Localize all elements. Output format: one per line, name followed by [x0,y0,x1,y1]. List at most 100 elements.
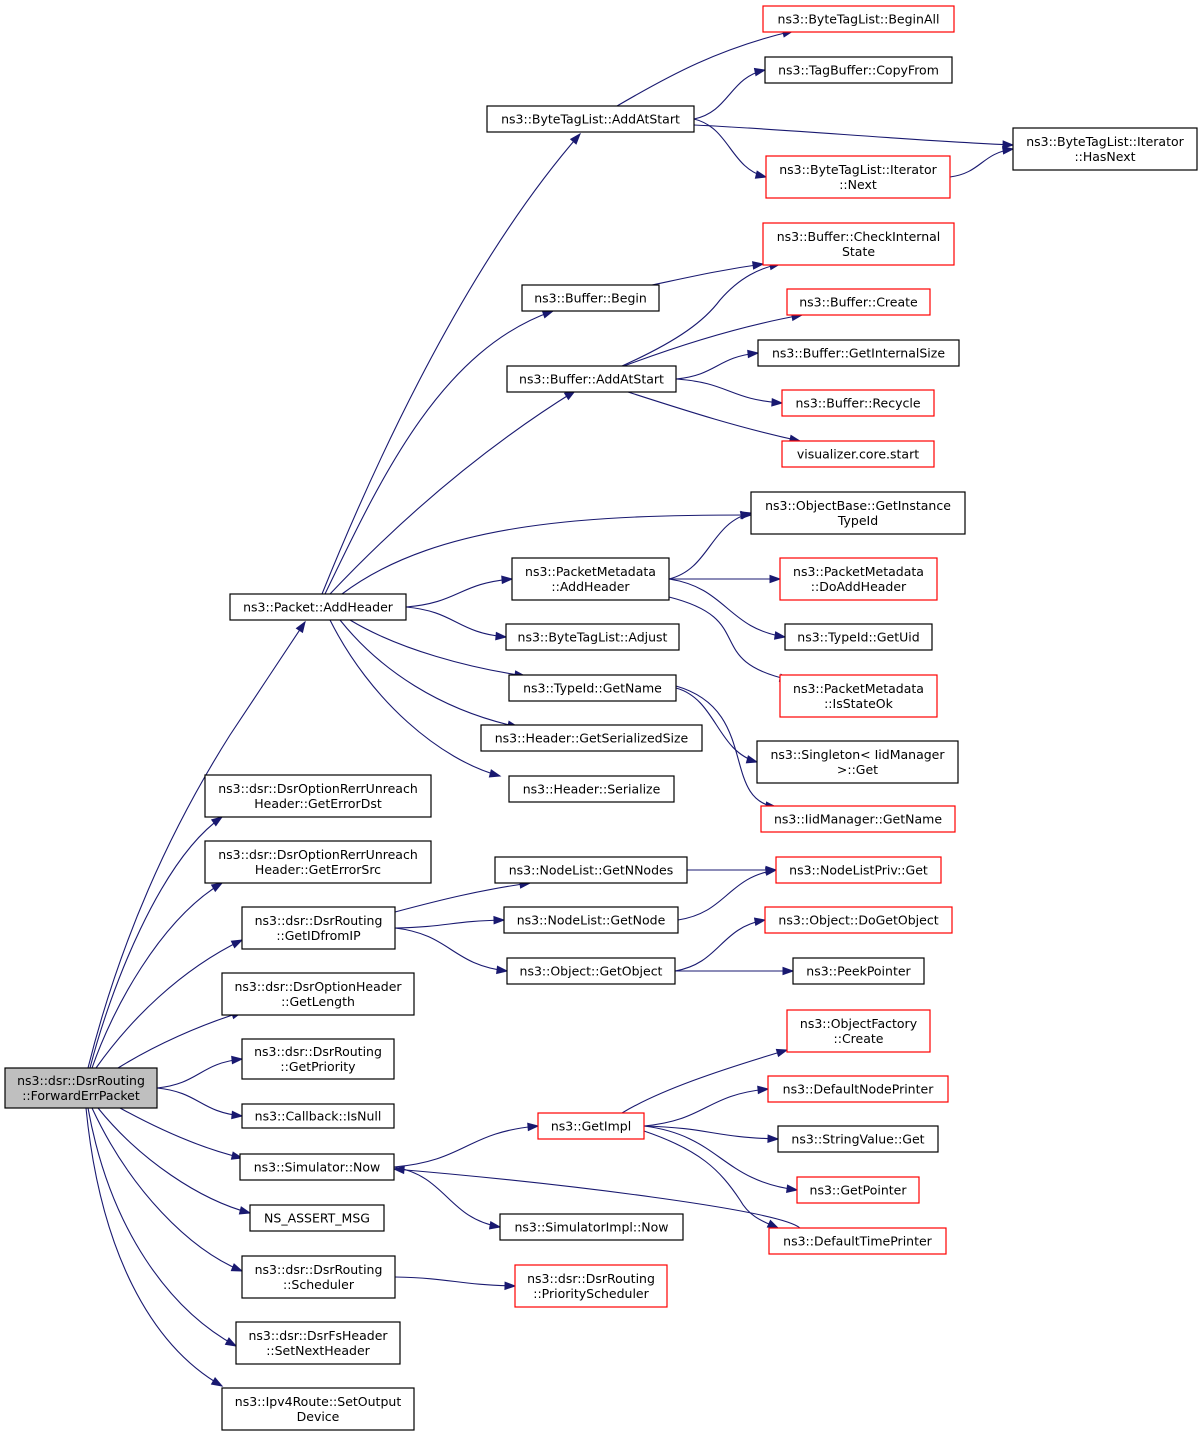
node-peekpointer[interactable]: ns3::PeekPointer [792,957,925,985]
node-label-line: ns3::ByteTagList::Iterator [779,162,937,177]
node-errsrc[interactable]: ns3::dsr::DsrOptionRerrUnreachHeader::Ge… [204,840,432,884]
node-getlength[interactable]: ns3::dsr::DsrOptionHeader::GetLength [221,972,415,1016]
arrow-head-icon [752,261,765,270]
node-stringvalue-get[interactable]: ns3::StringValue::Get [777,1125,939,1153]
node-defaulttimeprinter[interactable]: ns3::DefaultTimePrinter [768,1227,947,1255]
edge-line [643,1125,779,1140]
node-box [486,105,695,133]
node-header-serialize[interactable]: ns3::Header::Serialize [508,775,675,803]
node-label-line: ns3::StringValue::Get [791,1132,924,1147]
edge-line [668,596,791,681]
edge-getimpl-to-objectfactory_create [621,1048,789,1114]
node-btl-beginall[interactable]: ns3::ByteTagList::BeginAll [762,5,955,33]
node-box [762,222,955,266]
node-label-line: Header::GetErrorDst [254,796,382,811]
node-box [756,740,959,784]
node-isnull[interactable]: ns3::Callback::IsNull [241,1103,395,1129]
node-nodelistpriv-get[interactable]: ns3::NodeListPriv::Get [775,856,942,884]
node-getidfromip[interactable]: ns3::dsr::DsrRouting::GetIDfromIP [241,906,396,950]
node-box [1012,127,1198,171]
node-simimpl-now[interactable]: ns3::SimulatorImpl::Now [499,1213,684,1241]
edge-line [394,927,508,972]
node-defaultnodeprinter[interactable]: ns3::DefaultNodePrinter [767,1075,949,1103]
node-box [239,1153,395,1181]
edge-getimpl-to-stringvalue_get [643,1125,780,1144]
node-label-line: visualizer.core.start [797,447,919,462]
node-typeid-getname[interactable]: ns3::TypeId::GetName [508,674,677,702]
node-iidmanager-getname[interactable]: ns3::IidManager::GetName [760,805,956,833]
arrow-head-icon [230,1151,244,1160]
node-box [762,5,955,33]
arrow-head-icon [773,631,787,640]
node-label-line: ns3::NodeList::GetNode [517,913,666,928]
node-getpriority[interactable]: ns3::dsr::DsrRouting::GetPriority [241,1038,395,1080]
node-box [786,288,931,316]
node-box [204,840,432,884]
node-btl-addatstart[interactable]: ns3::ByteTagList::AddAtStart [486,105,695,133]
node-pm-addheader[interactable]: ns3::PacketMetadata::AddHeader [511,557,670,601]
arrow-head-icon [782,966,795,976]
node-tagbuffer-copyfrom[interactable]: ns3::TagBuffer::CopyFrom [764,56,953,84]
node-label-line: ns3::PacketMetadata [525,564,656,579]
node-pm-doaddheader[interactable]: ns3::PacketMetadata::DoAddHeader [779,557,938,601]
node-buffer-begin[interactable]: ns3::Buffer::Begin [521,284,660,312]
node-object-getobject[interactable]: ns3::Object::GetObject [506,957,676,985]
edge-line [405,606,507,638]
node-label-line: ns3::Header::Serialize [523,782,661,797]
arrow-head-icon [769,574,782,584]
edge-line [675,687,758,763]
node-singleton-get[interactable]: ns3::Singleton< IidManager>::Get [756,740,959,784]
node-box [514,1264,668,1308]
node-pm-isstateok[interactable]: ns3::PacketMetadata::IsStateOk [779,674,938,718]
node-buffer-getinternalsize[interactable]: ns3::Buffer::GetInternalSize [757,339,960,367]
edge-line [394,919,505,929]
node-typeid-getuid[interactable]: ns3::TypeId::GetUid [784,623,933,651]
node-addheader[interactable]: ns3::Packet::AddHeader [229,593,407,621]
node-objectfactory-create[interactable]: ns3::ObjectFactory::Create [786,1009,931,1053]
node-header-getsize[interactable]: ns3::Header::GetSerializedSize [480,724,703,752]
arrow-head-icon [745,755,759,764]
node-box [505,623,680,651]
node-assert[interactable]: NS_ASSERT_MSG [249,1204,385,1232]
arrow-head-icon [230,939,244,949]
node-getimpl[interactable]: ns3::GetImpl [537,1112,645,1140]
node-nodelist-getnode[interactable]: ns3::NodeList::GetNode [503,906,679,934]
edge-pm_addheader-to-typeid_getuid [668,578,787,640]
node-box [499,1213,684,1241]
node-btl-adjust[interactable]: ns3::ByteTagList::Adjust [505,623,680,651]
node-priority-scheduler[interactable]: ns3::dsr::DsrRouting::PriorityScheduler [514,1264,668,1308]
node-label-line: ns3::dsr::DsrRouting [255,913,383,928]
node-label-line: ns3::Ipv4Route::SetOutput [235,1394,402,1409]
node-setnextheader[interactable]: ns3::dsr::DsrFsHeader::SetNextHeader [235,1321,401,1365]
edge-line [156,1058,243,1089]
node-now[interactable]: ns3::Simulator::Now [239,1153,395,1181]
node-object-dogetobject[interactable]: ns3::Object::DoGetObject [764,906,953,934]
node-root[interactable]: ns3::dsr::DsrRouting::ForwardErrPacket [4,1067,158,1109]
node-buffer-create[interactable]: ns3::Buffer::Create [786,288,931,316]
node-btl-iter-hasnext[interactable]: ns3::ByteTagList::Iterator::HasNext [1012,127,1198,171]
edge-getimpl-to-getpointer [643,1125,799,1193]
edge-addheader-to-typeid_getname [349,619,527,679]
edge-btl_addatstart-to-btl_iter_next [693,118,768,179]
node-buffer-recycle[interactable]: ns3::Buffer::Recycle [781,389,935,417]
node-buffer-addatstart[interactable]: ns3::Buffer::AddAtStart [506,365,677,393]
edge-addheader-to-btl_addatstart [321,132,581,595]
node-errdst[interactable]: ns3::dsr::DsrOptionRerrUnreachHeader::Ge… [204,774,432,818]
edge-line [341,514,752,595]
node-label-line: ns3::dsr::DsrFsHeader [248,1328,388,1343]
arrow-head-icon [764,867,778,876]
node-box [777,1125,939,1153]
edges-layer [85,29,1015,1387]
edge-line [643,1125,798,1191]
node-viz-start[interactable]: visualizer.core.start [781,440,935,468]
node-getpointer[interactable]: ns3::GetPointer [796,1176,920,1204]
node-btl-iter-next[interactable]: ns3::ByteTagList::Iterator::Next [765,155,951,199]
node-label-line: ns3::Buffer::Create [799,295,918,310]
node-scheduler[interactable]: ns3::dsr::DsrRouting::Scheduler [241,1255,396,1299]
edge-line [156,1087,243,1117]
node-label-line: >::Get [837,762,878,777]
node-nodelist-getnnodes[interactable]: ns3::NodeList::GetNNodes [494,856,688,884]
